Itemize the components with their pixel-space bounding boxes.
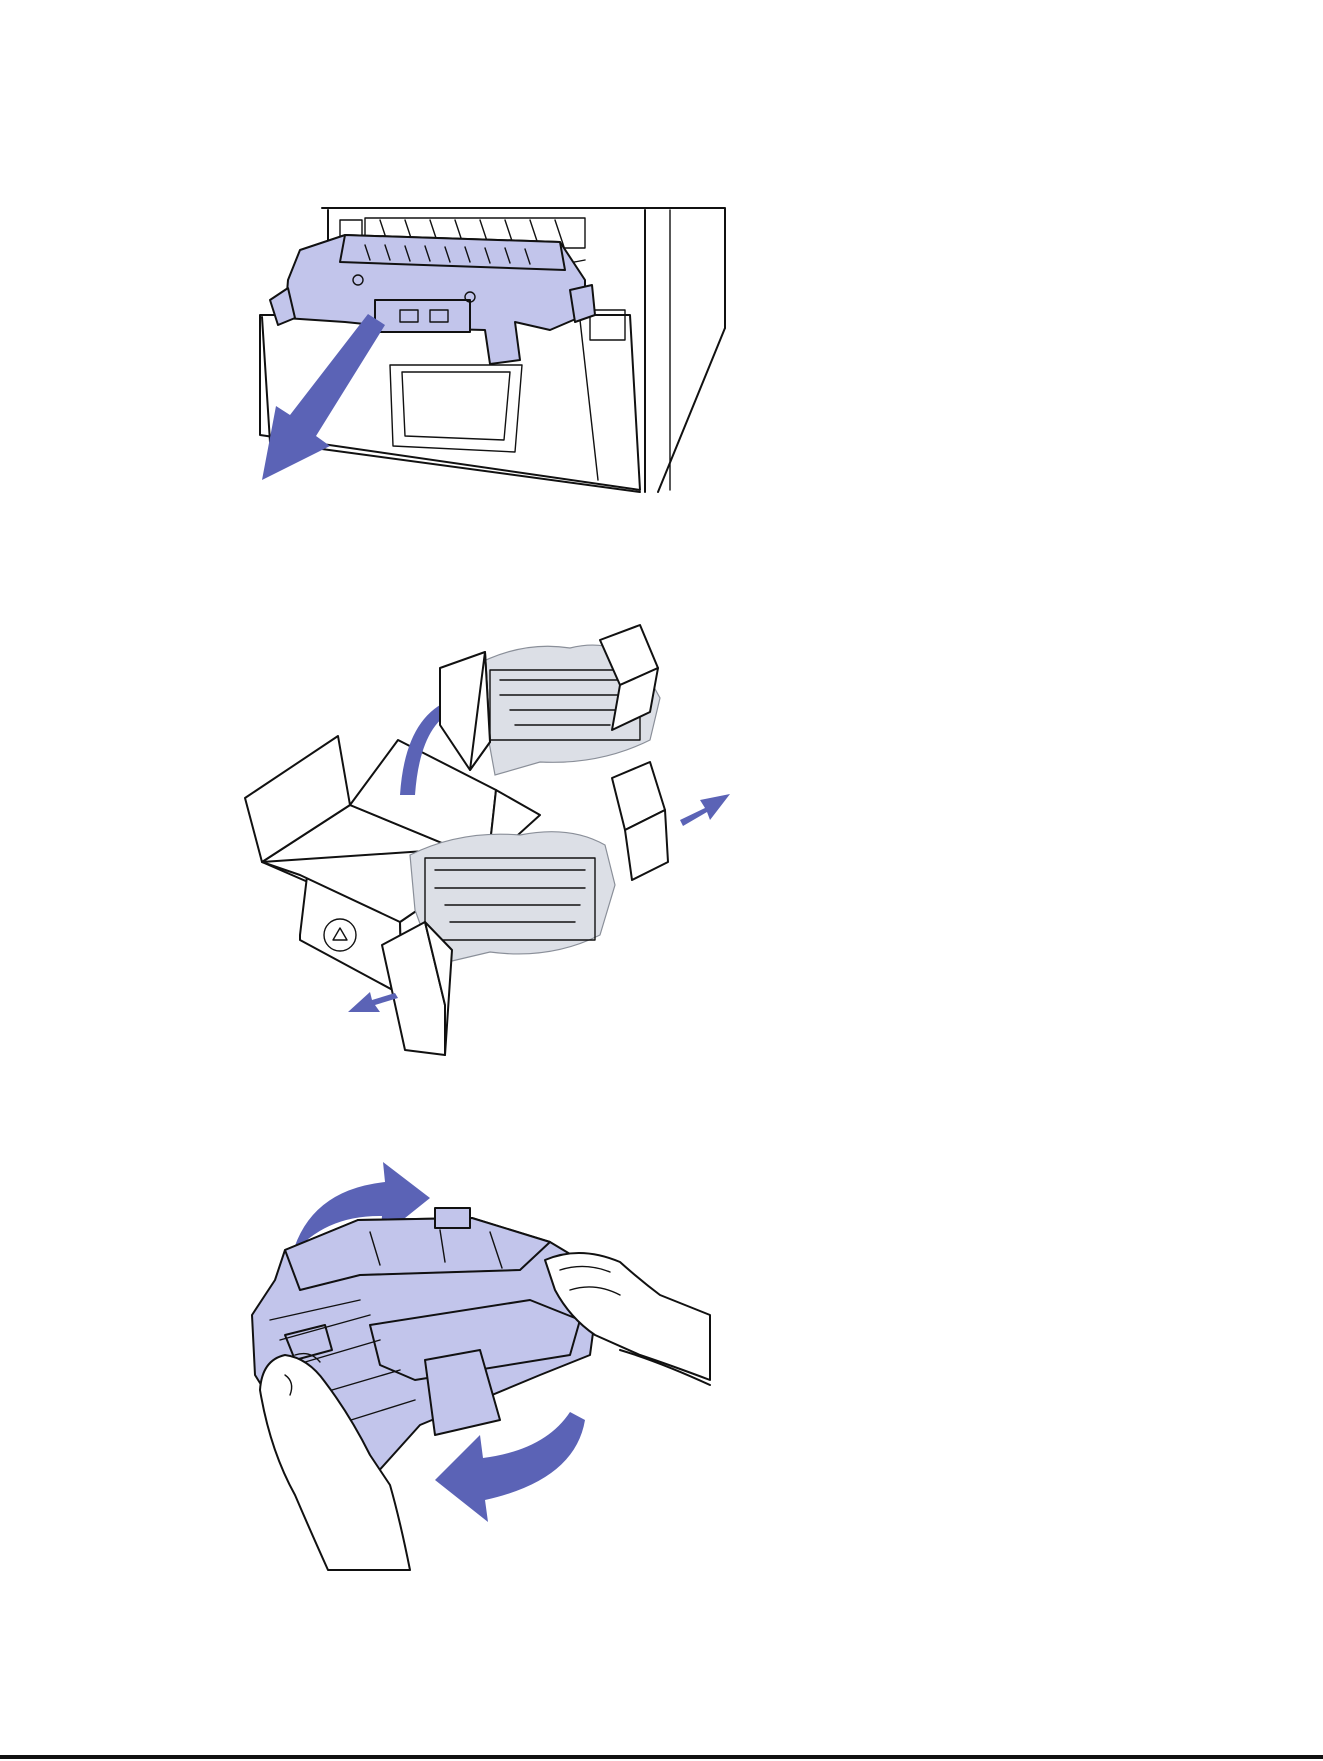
figure-unpack-cartridge — [240, 600, 740, 1060]
remove-endcap-arrow-left-icon — [348, 992, 398, 1012]
page-bottom-rule — [0, 1755, 1323, 1759]
remove-endcap-arrow-right-icon — [680, 794, 730, 826]
figure-remove-cartridge — [240, 200, 740, 500]
figure-rock-cartridge — [240, 1150, 740, 1570]
wrapped-cartridge-top — [440, 625, 660, 775]
